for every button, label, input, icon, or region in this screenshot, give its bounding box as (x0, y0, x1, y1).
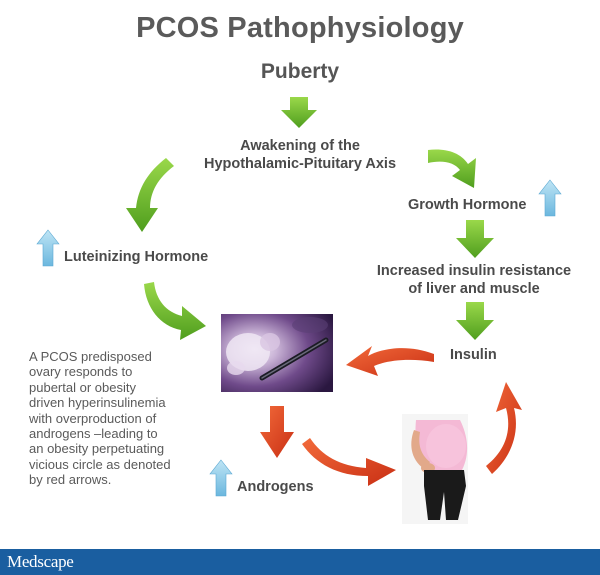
node-androgens: Androgens (237, 479, 314, 495)
description-line: by red arrows. (29, 472, 112, 488)
node-insulin-resistance-line1: Increased insulin resistance (376, 263, 572, 279)
node-luteinizing-hormone: Luteinizing Hormone (64, 249, 209, 265)
node-insulin: Insulin (450, 347, 497, 363)
node-hpa-axis: Awakening of the Hypothalamic-Pituitary … (180, 137, 420, 173)
arrow-obesity-to-insulin (486, 382, 522, 474)
description-line: ovary responds to (29, 364, 133, 380)
arrow-ovary-to-obesity (302, 438, 396, 486)
description-line: vicious circle as denoted (29, 456, 171, 472)
description-line: pubertal or obesity (29, 379, 136, 395)
arrow-resistance-to-insulin (456, 302, 494, 340)
node-hpa-axis-line2: Hypothalamic-Pituitary Axis (203, 156, 397, 172)
node-hpa-axis-line1: Awakening of the (240, 138, 360, 154)
arrow-ovary-to-androgens (260, 406, 294, 458)
medscape-logo: Medscape (7, 552, 74, 571)
arrow-hpa-to-lh (126, 158, 174, 232)
footer-bar: Medscape (0, 549, 600, 575)
ovary-photo (221, 314, 333, 392)
page-title: PCOS Pathophysiology (136, 12, 464, 44)
arrow-lh-to-ovary (144, 282, 206, 340)
up-arrow-icon (36, 229, 60, 267)
description-line: androgens –leading to (29, 426, 158, 442)
description-text: A PCOS predisposed ovary responds to pub… (29, 349, 214, 488)
obese-person-figure (402, 414, 468, 524)
node-insulin-resistance: Increased insulin resistance of liver an… (354, 262, 594, 298)
up-arrow-icon (209, 459, 233, 497)
up-arrow-icon (538, 179, 562, 217)
arrow-puberty-to-hpa (281, 97, 317, 128)
description-line: driven hyperinsulinemia (29, 395, 166, 411)
description-line: A PCOS predisposed (29, 349, 152, 364)
arrow-hpa-to-growth (428, 149, 476, 188)
node-insulin-resistance-line2: of liver and muscle (408, 281, 540, 297)
description-line: with overproduction of (29, 410, 157, 426)
description-line: an obesity perpetuating (29, 441, 165, 457)
node-puberty: Puberty (260, 60, 340, 83)
arrow-growth-to-resistance (456, 220, 494, 258)
node-growth-hormone: Growth Hormone (408, 197, 527, 213)
arrow-insulin-to-ovary (346, 346, 434, 376)
